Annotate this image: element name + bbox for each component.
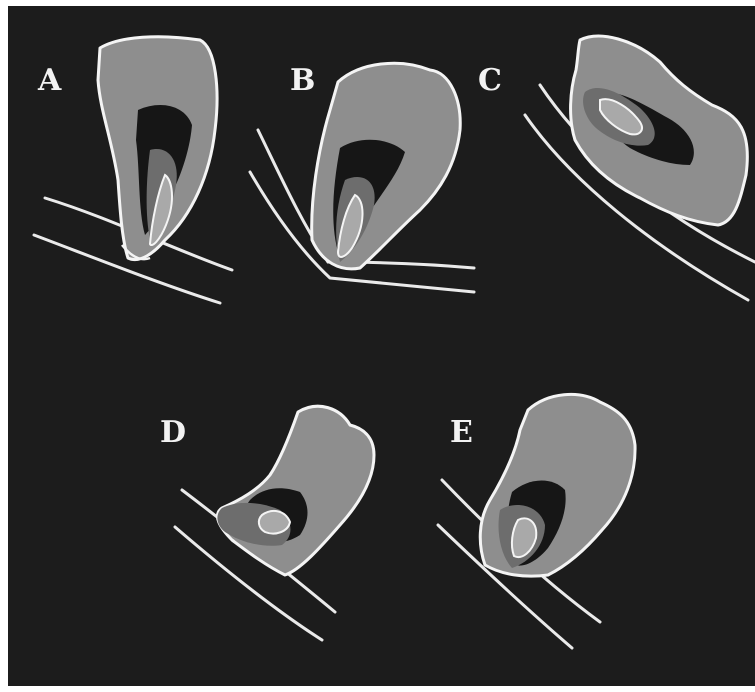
panel-c-label: C xyxy=(478,63,502,98)
panel-d-label: D xyxy=(160,415,186,450)
panel-d-root-canal xyxy=(259,511,290,534)
panel-b-label: B xyxy=(290,63,315,98)
panel-e-label: E xyxy=(450,415,473,450)
panel-a-label: A xyxy=(37,63,62,98)
